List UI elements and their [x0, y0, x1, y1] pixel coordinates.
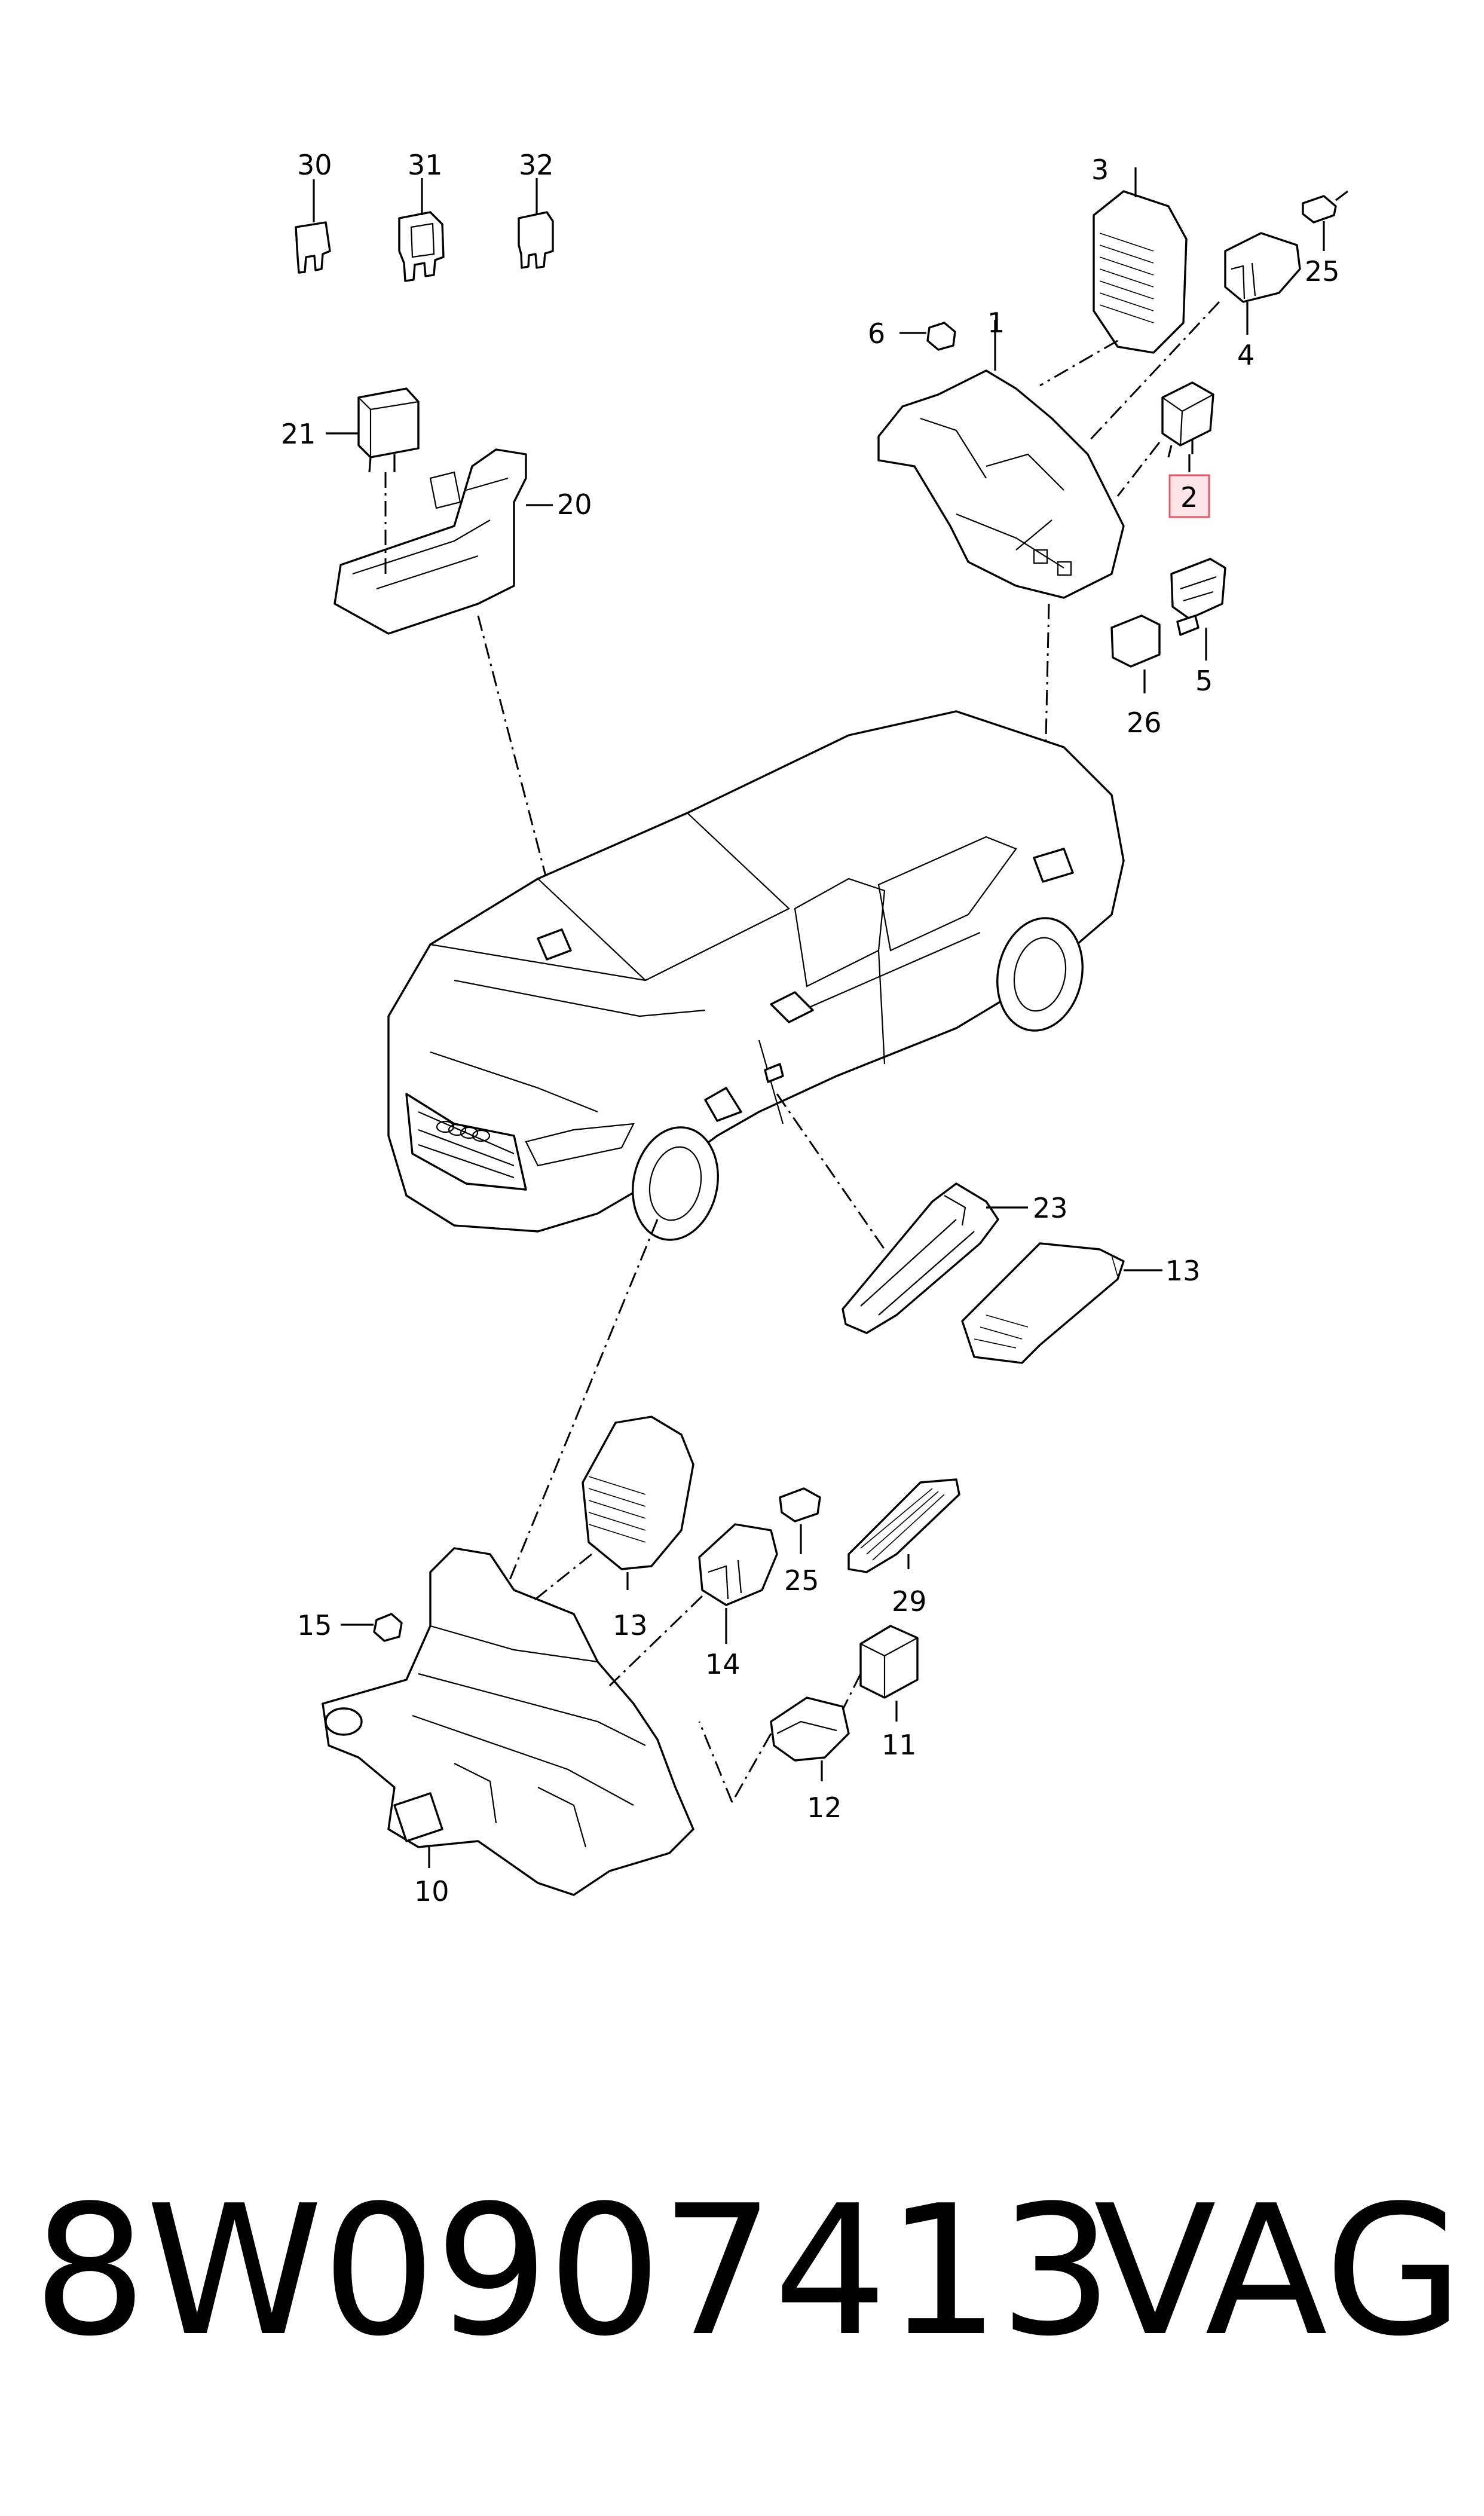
leader-13-10 [531, 1553, 592, 1603]
callout-6: 6 [868, 317, 885, 350]
callout-3: 3 [1091, 154, 1109, 186]
leader-car-23 [776, 1093, 886, 1250]
control-unit-13-low [582, 1416, 694, 1590]
callout-25-top: 25 [1305, 255, 1340, 288]
callout-1: 1 [987, 307, 1005, 339]
car-illustration [387, 710, 1125, 1241]
callout-12: 12 [807, 1792, 842, 1824]
nut-15 [341, 1613, 403, 1642]
callout-15: 15 [297, 1609, 332, 1641]
callout-4: 4 [1237, 339, 1254, 371]
relay-2 [1161, 381, 1214, 472]
leader-4-1 [1087, 301, 1220, 444]
relay-26 [1110, 615, 1161, 693]
relay-21 [326, 387, 420, 473]
callout-14: 14 [705, 1648, 741, 1680]
fuse-32 [518, 178, 554, 269]
connector-12 [770, 1696, 850, 1781]
connector-4 [1224, 232, 1301, 335]
callout-31: 31 [408, 149, 443, 181]
bracket-23 [842, 1182, 1028, 1334]
callout-25-low: 25 [784, 1564, 819, 1597]
relay-carrier-1 [877, 320, 1125, 599]
leader-3-1 [1039, 340, 1118, 387]
relay-holder-29 [847, 1478, 960, 1573]
leader-2-1 [1116, 442, 1161, 497]
leader-car-10 [507, 1219, 659, 1585]
control-unit-13-mid [961, 1242, 1162, 1364]
callout-2: 2 [1180, 481, 1198, 513]
callout-21: 21 [281, 418, 316, 450]
leader-12-10b [698, 1721, 733, 1803]
callout-11: 11 [882, 1729, 917, 1761]
callout-26: 26 [1127, 707, 1162, 739]
bracket-20 [333, 448, 553, 635]
callout-30: 30 [297, 149, 332, 181]
callout-2-highlight [1168, 474, 1210, 518]
relay-carrier-10 [322, 1547, 694, 1896]
leader-11-12 [842, 1673, 862, 1710]
part-number: 8W0907413 [33, 2167, 1113, 2376]
callout-13-low: 13 [613, 1609, 648, 1641]
fuse-30 [295, 179, 331, 274]
callout-29: 29 [892, 1585, 927, 1618]
connector-5 [1170, 558, 1226, 661]
callout-5: 5 [1195, 665, 1213, 697]
relay-11 [859, 1625, 919, 1722]
callout-10: 10 [414, 1875, 449, 1907]
terminal-25-top [1302, 190, 1348, 251]
nut-6 [899, 322, 956, 351]
leader-12-10 [731, 1733, 772, 1803]
fuse-31 [398, 178, 445, 282]
callout-13-mid: 13 [1165, 1255, 1201, 1287]
callout-20: 20 [557, 488, 592, 521]
brand-label: VAG [1094, 2167, 1464, 2376]
terminal-25-low [779, 1487, 821, 1554]
callout-23: 23 [1033, 1192, 1068, 1224]
connector-14 [698, 1523, 778, 1644]
leader-14-10 [608, 1595, 703, 1687]
callout-32: 32 [519, 149, 554, 181]
control-unit-3 [1093, 167, 1188, 354]
